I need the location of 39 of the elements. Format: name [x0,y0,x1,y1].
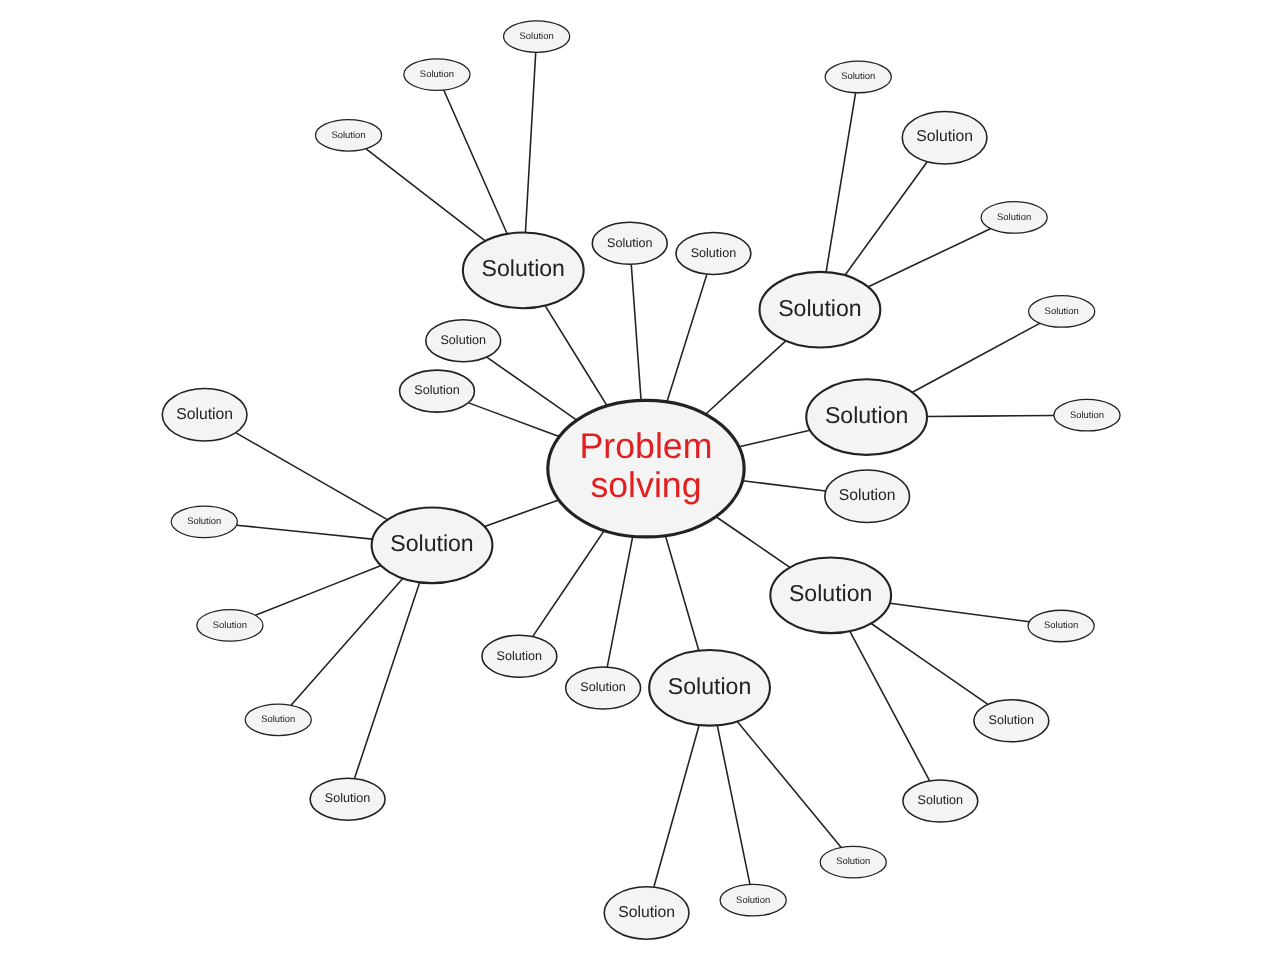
node-ellipse: Solution [757,270,881,349]
node-ellipse: Solution [804,378,928,456]
connector [888,602,1030,623]
connector [848,630,930,782]
connector [704,340,786,415]
connector [735,720,841,849]
connector [925,414,1054,418]
node-ellipse: Solution [369,506,493,585]
node-ellipse: Solution [768,556,892,635]
connector [714,515,790,569]
connector [740,479,826,492]
connector [910,322,1040,394]
connector [253,564,381,617]
node-ellipse: Solution [460,231,584,310]
connector [289,577,403,707]
connector [466,402,559,438]
connector [482,499,559,528]
connector [629,263,641,402]
connector [234,524,372,540]
connector [523,51,536,234]
connector [665,273,707,403]
connector [866,227,991,288]
connector [663,534,699,652]
connector [605,535,633,668]
connector [652,724,699,888]
connector [843,161,927,276]
connector [543,305,607,407]
connector [531,529,604,638]
connector [737,429,810,448]
node-ellipse: Solution [647,649,770,727]
node-ellipse: Problem solving [545,398,745,539]
connector [441,89,507,235]
connector [715,725,750,885]
connector [234,432,388,521]
connector [352,581,420,780]
connector [484,356,577,421]
connector [824,92,856,273]
connector [869,622,988,705]
connector [364,148,485,242]
